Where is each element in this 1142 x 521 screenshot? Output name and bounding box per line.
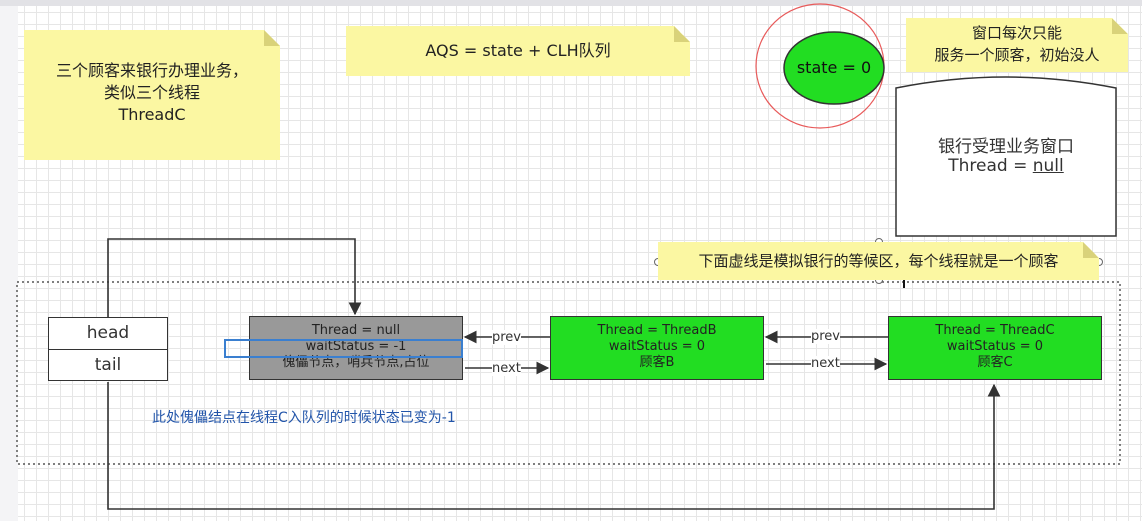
edge-label-next-2: next — [811, 356, 840, 371]
note-customers[interactable]: 三个顾客来银行办理业务， 类似三个线程 ThreadC — [24, 30, 280, 160]
node-dummy[interactable]: Thread = null waitStatus = -1 傀儡节点，哨兵节点,… — [249, 316, 463, 380]
state-green-ellipse — [783, 31, 885, 105]
edge-label-next-1: next — [492, 361, 521, 376]
edge-label-prev-1: prev — [492, 330, 522, 345]
left-margin-strip — [0, 6, 18, 521]
note-window-rule-line2: 服务一个顾客，初始没人 — [934, 46, 1100, 64]
node-c-wait: waitStatus = 0 — [946, 339, 1044, 354]
tail-pointer-arrow — [107, 382, 1001, 510]
bank-window-title: 银行受理业务窗口 — [938, 137, 1074, 157]
note-customers-line2: 类似三个线程 — [103, 83, 200, 102]
bank-window-shape — [895, 76, 1117, 237]
node-dummy-thread: Thread = null — [311, 323, 401, 338]
waiting-area-dotted-box — [16, 281, 1121, 465]
note-queue-hint-text: 下面虚线是模拟银行的等候区，每个线程就是一个顾客 — [698, 252, 1059, 270]
bank-window-thread-value: null — [1032, 156, 1064, 176]
state-label: state = 0 — [796, 58, 872, 77]
note-window-rule[interactable]: 窗口每次只能 服务一个顾客，初始没人 — [906, 18, 1128, 72]
node-c[interactable]: Thread = ThreadC waitStatus = 0 顾客C — [888, 316, 1102, 380]
node-b-thread: Thread = ThreadB — [597, 323, 717, 338]
top-toolbar-strip — [0, 0, 1142, 6]
edge-label-prev-2: prev — [811, 329, 841, 344]
note-aqs-text: AQS = state + CLH队列 — [425, 41, 611, 60]
note-customers-line1: 三个顾客来银行办理业务， — [55, 61, 248, 80]
node-dummy-wait: waitStatus = -1 — [305, 339, 407, 354]
note-window-rule-line1: 窗口每次只能 — [971, 24, 1062, 42]
node-dummy-desc: 傀儡节点，哨兵节点,占位 — [282, 355, 430, 370]
head-label: head — [49, 318, 167, 350]
bank-window-thread-prefix: Thread = — [948, 156, 1033, 176]
tail-label: tail — [94, 355, 122, 375]
note-aqs[interactable]: AQS = state + CLH队列 — [346, 26, 690, 76]
node-c-desc: 顾客C — [977, 355, 1013, 370]
dummy-status-annotation: 此处傀儡结点在线程C入队列的时候状态已变为-1 — [152, 410, 456, 426]
node-b-wait: waitStatus = 0 — [608, 339, 706, 354]
wait-status-highlight — [224, 339, 463, 358]
node-c-thread: Thread = ThreadC — [935, 323, 1055, 338]
note-customers-line3: ThreadC — [118, 105, 186, 124]
node-b-desc: 顾客B — [639, 355, 675, 370]
note-queue-hint[interactable]: 下面虚线是模拟银行的等候区，每个线程就是一个顾客 — [658, 242, 1099, 280]
head-tail-box[interactable]: head tail — [48, 317, 168, 381]
head-pointer-arrow — [107, 238, 362, 318]
bank-window-thread: Thread = null — [896, 156, 1116, 176]
node-b[interactable]: Thread = ThreadB waitStatus = 0 顾客B — [550, 316, 764, 380]
